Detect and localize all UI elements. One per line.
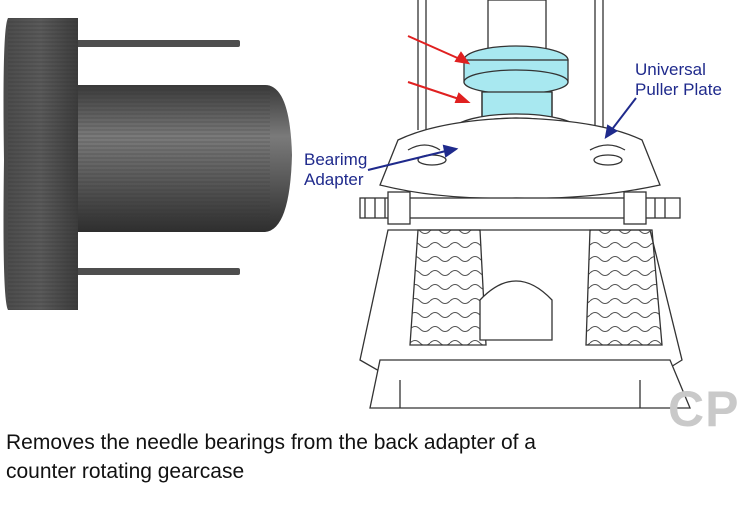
caption-line2: counter rotating gearcase [6, 460, 245, 483]
left-wood-block [409, 229, 487, 346]
universal-puller-plate [379, 117, 661, 199]
threaded-rod [359, 197, 681, 219]
puller-plate-label-line1: Universal [635, 60, 706, 79]
puller-plate-label-line2: Puller Plate [635, 80, 722, 99]
tool-photo [3, 18, 292, 310]
top-pin [70, 40, 240, 47]
blue-arrows [367, 97, 637, 171]
right-nut [623, 191, 647, 225]
red-arrows [407, 35, 471, 103]
puller-plate-label: Universal Puller Plate [635, 60, 722, 100]
caption: Removes the needle bearings from the bac… [6, 428, 696, 486]
puller-diagram [359, 0, 691, 409]
bearing-adapter-label-line1: Bearimg [304, 150, 368, 169]
vise-base [369, 359, 691, 409]
right-wood-block [585, 229, 663, 346]
bottom-pin [70, 268, 240, 275]
watermark: CP [668, 381, 740, 437]
caption-line1: Removes the needle bearings from the bac… [6, 431, 536, 454]
bearing-adapter-label-line2: Adapter [304, 170, 364, 189]
left-nut [387, 191, 411, 225]
bearing-adapter-label: Bearimg Adapter [304, 150, 367, 190]
